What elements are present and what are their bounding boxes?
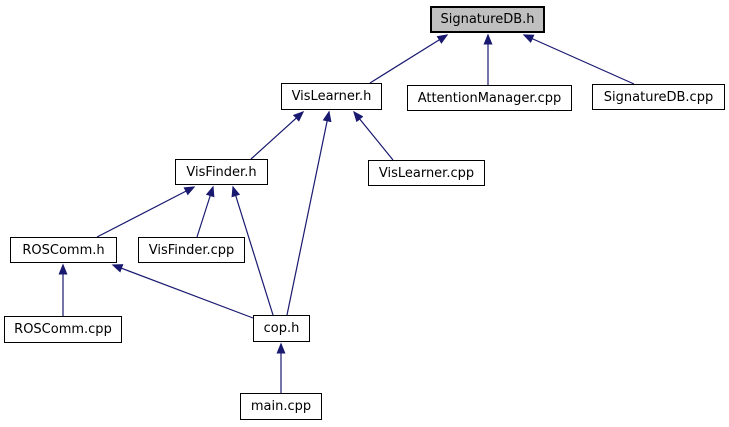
graph-node-label: VisLearner.cpp <box>378 165 475 181</box>
graph-node-main.cpp[interactable]: main.cpp <box>240 393 322 420</box>
graph-node-SignatureDB.h: SignatureDB.h <box>430 6 545 33</box>
graph-node-ROSComm.h[interactable]: ROSComm.h <box>10 237 117 263</box>
graph-node-label: VisLearner.h <box>291 89 372 104</box>
graph-node-SignatureDB.cpp[interactable]: SignatureDB.cpp <box>592 84 725 110</box>
graph-node-label: SignatureDB.h <box>440 12 535 27</box>
graph-node-label: VisFinder.h <box>186 164 257 180</box>
graph-node-VisFinder.cpp[interactable]: VisFinder.cpp <box>138 237 245 263</box>
edge-SignatureDB.cpp-to-SignatureDB.h <box>522 34 635 85</box>
edge-VisLearner.cpp-to-VisLearner.h <box>353 110 394 161</box>
edge-VisLearner.h-to-SignatureDB.h <box>369 34 449 84</box>
edge-VisFinder.cpp-to-VisFinder.h <box>196 185 215 238</box>
graph-node-VisLearner.cpp[interactable]: VisLearner.cpp <box>368 160 485 186</box>
graph-node-label: SignatureDB.cpp <box>603 89 714 105</box>
edge-ROSComm.h-to-VisFinder.h <box>96 186 196 238</box>
graph-node-VisFinder.h[interactable]: VisFinder.h <box>175 159 268 185</box>
edge-VisFinder.h-to-VisLearner.h <box>250 110 305 160</box>
edge-cop.h-to-VisFinder.h <box>231 185 274 316</box>
graph-node-cop.h[interactable]: cop.h <box>253 315 310 342</box>
graph-node-label: cop.h <box>263 321 300 336</box>
edge-cop.h-to-ROSComm.h <box>111 264 254 319</box>
graph-node-label: ROSComm.cpp <box>14 322 112 337</box>
graph-node-ROSComm.cpp[interactable]: ROSComm.cpp <box>4 316 122 343</box>
graph-node-label: VisFinder.cpp <box>148 242 235 258</box>
graph-node-AttentionManager.cpp[interactable]: AttentionManager.cpp <box>407 85 572 111</box>
graph-node-label: main.cpp <box>250 399 312 414</box>
graph-node-label: AttentionManager.cpp <box>417 90 562 106</box>
graph-node-VisLearner.h[interactable]: VisLearner.h <box>281 83 382 110</box>
edge-cop.h-to-VisLearner.h <box>286 110 332 316</box>
graph-node-label: ROSComm.h <box>22 242 105 258</box>
